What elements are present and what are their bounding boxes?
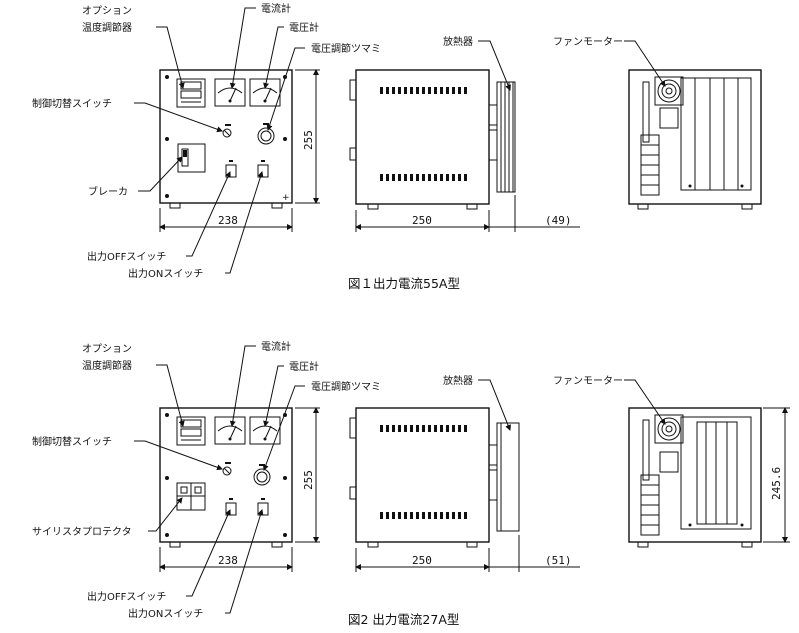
label-option: オプション	[82, 5, 132, 17]
voltage-knob	[257, 123, 275, 145]
labels-2: オプション 温度調節器 電流計 電圧計 電圧調節ツマミ 制御切替スイッチ サイリ…	[32, 340, 666, 627]
label-temp-controller: 温度調節器	[82, 359, 132, 372]
dim-rear-height: 245.6	[770, 467, 783, 500]
side-view-2: 250 (51)	[349, 407, 580, 572]
caption-2: 図2 出力電流27A型	[348, 612, 459, 627]
label-option: オプション	[82, 343, 132, 355]
label-voltmeter: 電圧計	[289, 360, 319, 373]
dim-height: 255	[302, 470, 315, 490]
fan-motor	[654, 76, 684, 106]
rear-view-1	[628, 69, 762, 210]
temp-controller	[176, 78, 206, 108]
label-output-on: 出力ONスイッチ	[128, 267, 203, 280]
label-thyristor: サイリスタプロテクタ	[32, 526, 132, 538]
label-control-switch: 制御切替スイッチ	[32, 97, 112, 110]
label-heatsink: 放熱器	[443, 374, 473, 387]
svg-text:+: +	[282, 193, 290, 203]
front-view-2: 238 255	[159, 407, 320, 572]
thyristor-protector	[176, 482, 206, 511]
rear-view-2: 245.6	[628, 407, 790, 548]
label-fan-motor: ファンモーター	[553, 36, 623, 48]
dim-depth: 250	[412, 554, 432, 567]
output-off-switch	[225, 160, 237, 178]
dim-width: 238	[218, 214, 238, 227]
control-switch	[222, 462, 232, 476]
label-output-off: 出力OFFスイッチ	[87, 590, 166, 603]
output-off-switch	[225, 498, 237, 516]
label-fan-motor: ファンモーター	[553, 375, 623, 387]
fan-motor	[654, 414, 684, 444]
figure-1: +	[32, 2, 762, 291]
label-ammeter: 電流計	[261, 2, 291, 15]
label-output-on: 出力ONスイッチ	[128, 607, 203, 620]
label-voltage-knob: 電圧調節ツマミ	[311, 42, 381, 55]
dim-height: 255	[302, 130, 315, 150]
heatsink	[496, 422, 520, 532]
dim-extra: (49)	[545, 214, 572, 227]
dim-extra: (51)	[545, 554, 572, 567]
labels-1: オプション 温度調節器 電流計 電圧計 電圧調節ツマミ 制御切替スイッチ ブレー…	[32, 2, 666, 291]
label-voltmeter: 電圧計	[289, 21, 319, 34]
heatsink	[496, 81, 516, 193]
label-output-off: 出力OFFスイッチ	[87, 250, 166, 263]
dim-width: 238	[218, 554, 238, 567]
label-control-switch: 制御切替スイッチ	[32, 435, 112, 448]
side-view-1: 250 (49)	[349, 69, 580, 232]
label-ammeter: 電流計	[261, 340, 291, 353]
label-voltage-knob: 電圧調節ツマミ	[311, 380, 381, 393]
label-breaker: ブレーカ	[88, 185, 128, 198]
label-temp-controller: 温度調節器	[82, 21, 132, 34]
dim-depth: 250	[412, 214, 432, 227]
front-view-1: +	[159, 69, 320, 232]
control-switch	[222, 124, 232, 138]
figure-2: 238 255	[32, 340, 790, 627]
label-heatsink: 放熱器	[443, 35, 473, 48]
voltage-knob	[253, 464, 271, 486]
caption-1: 図１出力電流55A型	[348, 276, 460, 291]
